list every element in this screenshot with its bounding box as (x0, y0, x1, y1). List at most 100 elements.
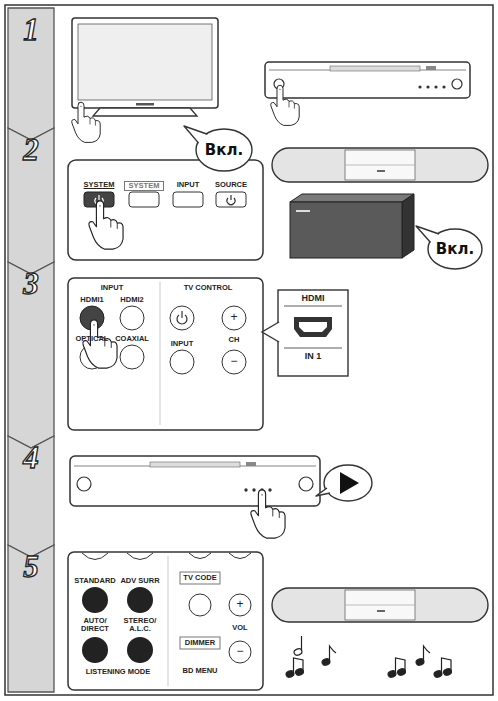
music-notes (301, 636, 302, 651)
step-tab-shape (8, 128, 54, 274)
button-label: ADV SURR (118, 577, 162, 585)
hdmi-port-callout (278, 290, 348, 376)
play-bubble (316, 488, 330, 496)
remote-control (120, 345, 144, 369)
remote-control (68, 278, 263, 430)
blu-ray-player (70, 456, 320, 506)
step-tab: 4 (8, 436, 54, 557)
music-notes (330, 646, 337, 661)
blu-ray-player (452, 79, 462, 89)
pointing-hand (271, 85, 299, 125)
blu-ray-player (265, 62, 470, 98)
remote-control (68, 552, 263, 690)
blu-ray-player (330, 66, 420, 71)
port-label: IN 1 (283, 352, 343, 361)
subwoofer (290, 194, 414, 202)
speech-bubble-tail (184, 126, 207, 143)
button-label: HDMI2 (114, 296, 150, 304)
button-label: DIMMER (180, 639, 220, 647)
blu-ray-player (426, 66, 436, 70)
step-tab: 2 (8, 128, 54, 274)
blu-ray-player (246, 462, 256, 466)
blu-ray-player (252, 488, 255, 491)
blu-ray-player (299, 477, 313, 491)
soundbar (377, 610, 385, 612)
button-symbol: − (233, 645, 247, 657)
play-bubble (324, 465, 372, 501)
hdmi-port-callout (294, 317, 332, 337)
blu-ray-player (244, 488, 247, 491)
soundbar (345, 605, 415, 606)
subwoofer (402, 194, 414, 258)
blu-ray-player (268, 488, 271, 491)
music-notes (285, 636, 452, 678)
soundbar (272, 148, 488, 182)
step-tab-shape (8, 8, 54, 140)
bubble-text: Вкл. (428, 240, 474, 258)
step-tab: 1 (8, 8, 54, 140)
soundbar (272, 148, 488, 182)
remote-control (229, 594, 251, 616)
blu-ray-player (434, 85, 437, 88)
soundbar (345, 150, 415, 180)
remote-control (68, 552, 263, 690)
button-label: STANDARD (72, 577, 118, 585)
group-label: LISTENING MODE (73, 668, 163, 676)
blu-ray-player (150, 462, 240, 467)
step-number: 2 (8, 134, 54, 165)
remote-control (127, 637, 153, 663)
remote-control (170, 306, 194, 330)
button-symbol: + (233, 598, 247, 610)
music-notes (424, 646, 431, 661)
remote-control (160, 282, 161, 425)
remote-control (173, 192, 203, 207)
speech-bubble-tail (416, 226, 439, 243)
remote-control (68, 160, 263, 260)
subwoofer (290, 202, 402, 258)
remote-control (229, 641, 251, 663)
button-symbol: − (227, 355, 241, 367)
soundbar (345, 590, 415, 620)
button-label: BD MENU (180, 667, 220, 675)
soundbar (345, 165, 415, 166)
step-tab: 3 (8, 262, 54, 448)
soundbar (272, 588, 488, 622)
step-tab-shape (8, 262, 54, 448)
tv-set (78, 24, 212, 100)
group-label: INPUT (87, 284, 137, 292)
step-number: 1 (8, 14, 54, 45)
bubble-text: Вкл. (197, 141, 243, 159)
remote-control (177, 311, 187, 324)
remote-control (127, 587, 153, 613)
tv-set (72, 18, 218, 116)
remote-control (68, 160, 263, 260)
hdmi-port-callout (284, 348, 342, 349)
music-notes (443, 668, 453, 676)
remote-control (170, 350, 194, 374)
button-label: SOURCE (209, 181, 253, 189)
soundbar (377, 170, 385, 172)
port-label: HDMI (283, 294, 343, 303)
blu-ray-player (442, 85, 445, 88)
remote-control (227, 195, 235, 205)
button-label: OPTICAL (72, 335, 112, 343)
remote-control (82, 637, 108, 663)
group-label: TV CONTROL (176, 284, 240, 292)
step-tab-shape (8, 436, 54, 557)
subwoofer (296, 210, 310, 212)
hdmi-port-callout (262, 290, 348, 376)
pointing-hand (89, 201, 123, 249)
speech-bubble: Вкл. (186, 126, 254, 174)
tv-set (136, 103, 154, 106)
remote-control (129, 192, 159, 207)
blu-ray-player (70, 456, 320, 506)
music-notes (397, 668, 407, 676)
tv-set (93, 108, 197, 116)
remote-control (222, 306, 246, 330)
remote-control (82, 553, 251, 560)
remote-control (168, 556, 169, 686)
pointing-hand (251, 490, 285, 538)
button-label: VOL (228, 624, 252, 632)
play-bubble (340, 472, 359, 494)
